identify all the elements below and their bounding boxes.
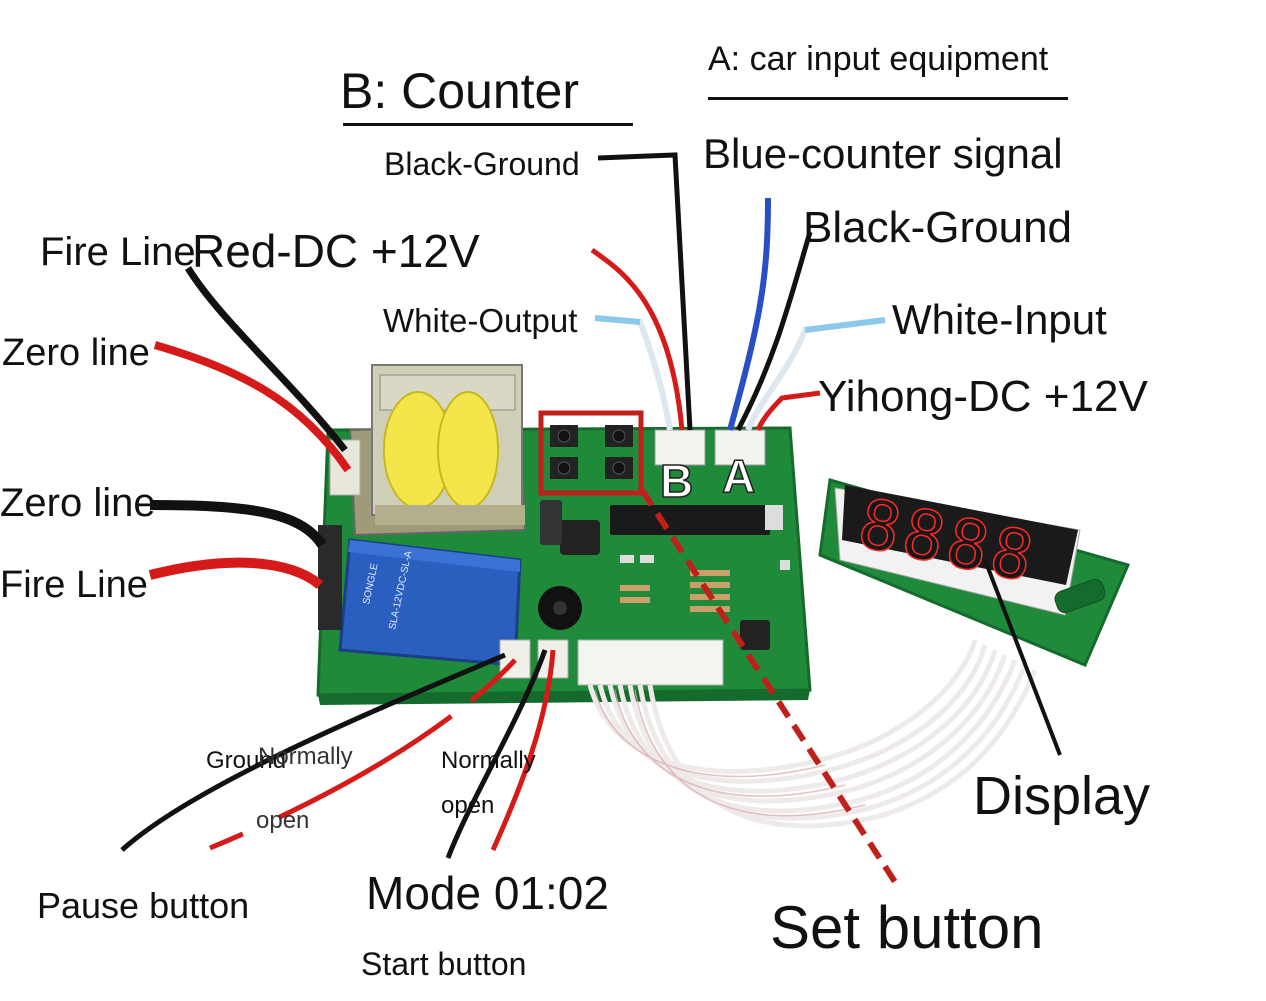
label-pause-button: Pause button	[37, 885, 250, 926]
set-button-pointer	[639, 488, 898, 884]
wire-pause-open	[209, 658, 517, 851]
wire-zero-line-top	[153, 341, 352, 473]
label-white-output: White-Output	[383, 302, 578, 339]
wire-zero-line-bottom	[149, 500, 327, 548]
relay: SONGLE SLA-12VDC-SL-A	[338, 538, 522, 667]
title-a-car-input: A: car input equipment	[708, 40, 1049, 78]
pcb-components	[538, 500, 790, 650]
ribbon-connector	[577, 639, 724, 686]
wire-b-black-ground	[597, 152, 693, 431]
title-b-underline	[343, 123, 633, 126]
display-pointer	[983, 559, 1062, 756]
label-white-input: White-Input	[892, 296, 1107, 343]
label-yihong-dc-12v: Yihong-DC +12V	[818, 372, 1148, 421]
title-b-counter: B: Counter	[340, 63, 580, 119]
wire-a-white-input-tip	[804, 317, 886, 333]
pcb-board-edge	[318, 690, 810, 705]
label-zero-line-bottom: Zero line	[0, 481, 156, 525]
label-zero-line-top: Zero line	[2, 332, 150, 374]
label-ground: Ground	[206, 747, 287, 774]
wire-fire-line-bottom	[148, 557, 324, 589]
wire-b-white-output-tip	[594, 315, 641, 325]
label-start-button: Start button	[361, 946, 527, 982]
set-button-highlight	[538, 410, 644, 496]
label-normally-right: Normally	[441, 747, 536, 774]
wire-a-blue-counter	[727, 197, 771, 431]
label-blue-counter-signal: Blue-counter signal	[703, 130, 1063, 177]
label-mode: Mode 01:02	[366, 867, 609, 919]
wire-a-black-ground	[735, 231, 813, 432]
wire-fire-line-top	[185, 266, 348, 453]
wire-b-white-output	[594, 315, 673, 431]
wire-start-open	[490, 649, 556, 852]
wire-a-red-dc	[755, 390, 821, 431]
label-fire-line-top: Fire Line	[40, 230, 196, 274]
title-a-underline	[708, 97, 1068, 100]
label-open-right: open	[441, 792, 495, 819]
transformer	[348, 364, 527, 537]
wire-pause-ground	[120, 652, 506, 852]
wire-start-ground	[445, 649, 548, 859]
wire-a-white-input	[745, 317, 886, 432]
ribbon-cable-shade	[594, 689, 866, 817]
label-display: Display	[973, 766, 1151, 826]
label-set-button: Set button	[770, 894, 1044, 961]
wire-b-red-dc	[590, 247, 685, 431]
label-black-ground-a: Black-Ground	[803, 203, 1073, 252]
label-normally-left: Normally	[258, 743, 353, 770]
connector-b	[654, 429, 706, 466]
display-module: 8888	[818, 478, 1131, 667]
display-digits: 8888	[851, 484, 1043, 599]
label-red-dc-12v: Red-DC +12V	[192, 225, 480, 277]
label-fire-line-bottom: Fire Line	[0, 564, 148, 606]
label-black-ground-b: Black-Ground	[384, 146, 580, 182]
connector-a-label: A	[722, 450, 755, 502]
label-open-left: open	[256, 807, 310, 834]
connector-b-label: B	[660, 455, 693, 507]
set-button-switches	[550, 425, 633, 479]
